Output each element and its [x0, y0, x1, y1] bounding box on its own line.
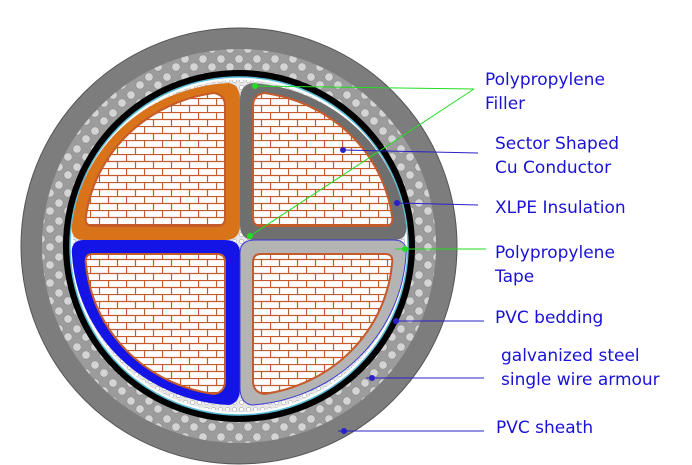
leader-endpoints	[247, 83, 408, 434]
dot-conductor	[340, 147, 346, 153]
leader-filler-a	[254, 85, 475, 90]
leader-lines	[249, 85, 486, 432]
core-bottom-left	[71, 240, 240, 405]
leader-filler-b	[249, 88, 475, 237]
label-polypropylene-filler: Polypropylene Filler	[485, 68, 605, 116]
label-text: Tape	[495, 267, 535, 287]
label-text: PVC bedding	[495, 308, 604, 328]
core-top-right	[240, 83, 407, 240]
label-text: single wire armour	[501, 370, 660, 390]
core-bottom-right	[239, 239, 407, 406]
label-text: XLPE Insulation	[495, 198, 626, 218]
label-pvc-sheath: PVC sheath	[496, 416, 593, 440]
dot-sheath	[341, 428, 347, 434]
leader-conductor	[342, 149, 479, 154]
dot-xlpe	[394, 200, 400, 206]
label-sector-conductor: Sector Shaped Cu Conductor	[495, 132, 619, 180]
label-pvc-bedding: PVC bedding	[495, 306, 603, 330]
dot-filler-a	[252, 83, 258, 89]
dot-armour	[369, 375, 375, 381]
sector-conductor-top-left	[84, 91, 226, 227]
label-text: PVC sheath	[496, 418, 594, 438]
dot-filler-b	[247, 233, 253, 239]
label-text: Sector Shaped	[495, 134, 620, 154]
label-text: Polypropylene	[495, 243, 615, 263]
dot-tape	[402, 246, 408, 252]
sector-conductor-bottom-right	[252, 253, 394, 396]
core-top-left	[71, 83, 240, 240]
label-text: Cu Conductor	[495, 158, 612, 178]
sector-conductor-bottom-left	[84, 253, 226, 396]
sector-conductor-top-right	[252, 91, 394, 227]
dot-bedding	[393, 318, 399, 324]
leader-xlpe	[396, 202, 479, 206]
label-text: Filler	[485, 94, 526, 114]
label-text: Polypropylene	[485, 70, 605, 90]
label-text: galvanized steel	[501, 346, 640, 366]
label-xlpe-insulation: XLPE Insulation	[495, 196, 626, 220]
label-polypropylene-tape: Polypropylene Tape	[495, 241, 615, 289]
label-armour: galvanized steel single wire armour	[501, 344, 660, 392]
